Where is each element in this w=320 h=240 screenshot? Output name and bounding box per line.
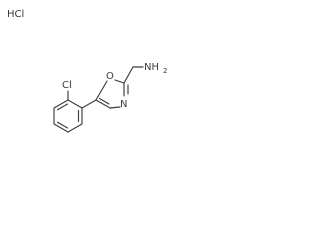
bond-n3-c4: [109, 106, 121, 109]
molecule-structure: HCl Cl O N NH 2: [7, 9, 167, 133]
bond-c4-c5: [95, 99, 111, 109]
bond-b2-b3: [53, 99, 69, 109]
bond-b5-b6: [67, 123, 83, 133]
nitrogen-label: N: [120, 99, 127, 110]
benzene-ring: [53, 99, 83, 133]
bond-c2-ch2: [123, 66, 134, 84]
double-bond-b4-b5: [56, 121, 69, 129]
bond-c5-o1: [95, 80, 108, 101]
double-bond-c4-c5: [98, 97, 110, 105]
bond-b1-b2: [67, 99, 83, 109]
bond-o1-c2: [114, 79, 125, 84]
bond-aryl-oxazole: [81, 99, 97, 109]
oxazole-ring: [95, 79, 129, 109]
double-bond-b2-b3: [56, 103, 69, 111]
bond-b4-b5: [53, 123, 69, 133]
hcl-label: HCl: [7, 9, 24, 20]
amine-label: NH: [144, 62, 159, 73]
amine-subscript: 2: [163, 67, 167, 75]
oxygen-label: O: [106, 71, 114, 82]
chlorine-label: Cl: [62, 80, 72, 91]
